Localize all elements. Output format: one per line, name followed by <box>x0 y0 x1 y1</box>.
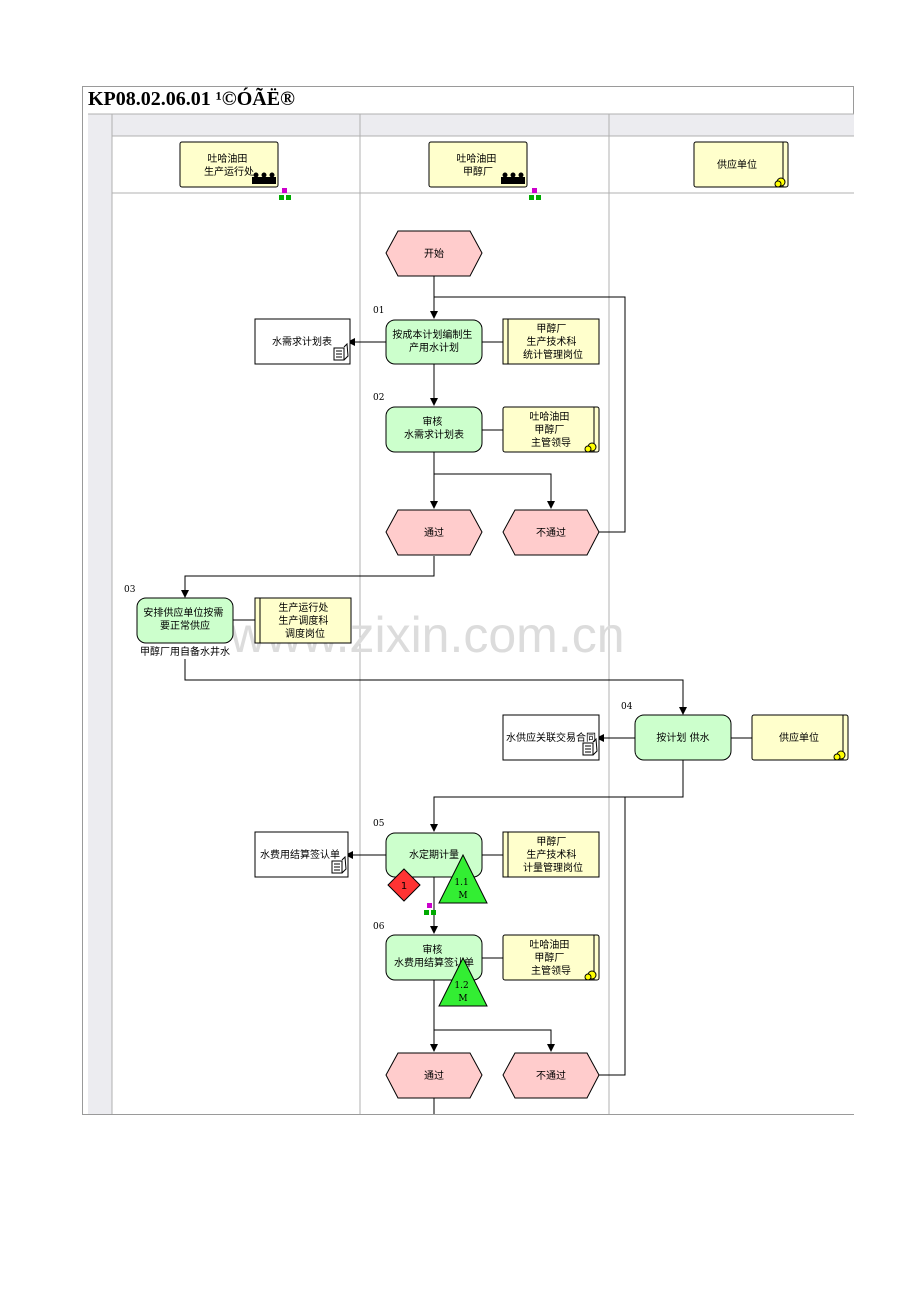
step-number-06: 06 <box>373 922 385 932</box>
fail-event-2[interactable]: 不通过 <box>502 1052 600 1099</box>
activity-03-note: 甲醇厂用自备水井水 <box>140 645 230 658</box>
lane-link-icon <box>279 188 291 200</box>
control-marker-1-label: 1.1 M <box>454 878 471 901</box>
step-number-01: 01 <box>373 306 384 316</box>
control-marker-1[interactable]: 1.1 M <box>438 853 488 904</box>
role-04-label: 供应单位 <box>779 731 819 744</box>
control-marker-2[interactable]: 1.2 M <box>438 956 488 1007</box>
lane-label-1: 吐哈油田 生产运行处 <box>204 152 254 178</box>
activity-01[interactable]: 按成本计划编制生 产用水计划 <box>385 319 483 365</box>
role-01[interactable]: 甲醇厂 生产技术科 统计管理岗位 <box>502 318 600 365</box>
activity-04-label: 按计划 供水 <box>656 731 709 744</box>
pass-event-1[interactable]: 通过 <box>385 509 483 556</box>
step-number-03: 03 <box>124 585 136 595</box>
document-icon <box>333 342 349 361</box>
lane-header-1[interactable]: 吐哈油田 生产运行处 <box>179 141 279 188</box>
start-event[interactable]: 开始 <box>385 230 483 277</box>
lane-header-2[interactable]: 吐哈油田 甲醇厂 <box>428 141 528 188</box>
lane-label-2: 吐哈油田 甲醇厂 <box>456 152 499 178</box>
activity-06-label: 审核 水费用结算签认单 <box>394 943 474 969</box>
pass-event-1-label: 通过 <box>424 526 444 539</box>
role-icon <box>584 970 597 981</box>
role-01-label: 甲醇厂 生产技术科 统计管理岗位 <box>523 322 583 361</box>
document-03-label: 水费用结算签认单 <box>260 848 340 861</box>
role-05[interactable]: 甲醇厂 生产技术科 计量管理岗位 <box>502 831 600 878</box>
pass-event-2[interactable]: 通过 <box>385 1052 483 1099</box>
document-icon <box>331 855 347 874</box>
role-06-label: 吐哈油田 甲醇厂 主管领导 <box>529 938 572 977</box>
fail-event-1-label: 不通过 <box>536 526 566 539</box>
role-icon <box>584 442 597 453</box>
activity-05-label: 水定期计量 <box>409 848 459 861</box>
connectors <box>181 276 752 1114</box>
lane-link-icon <box>529 188 541 200</box>
fail-event-2-label: 不通过 <box>536 1069 566 1082</box>
role-06[interactable]: 吐哈油田 甲醇厂 主管领导 <box>502 934 600 981</box>
risk-marker-label: 1 <box>401 881 407 892</box>
activity-03-label: 安排供应单位按需 要正常供应 <box>143 606 226 632</box>
role-icon <box>774 177 786 188</box>
activity-02[interactable]: 审核 水需求计划表 <box>385 406 483 453</box>
start-event-label: 开始 <box>424 247 444 260</box>
role-04[interactable]: 供应单位 <box>751 714 849 761</box>
document-02-label: 水供应关联交易合同 <box>506 731 596 744</box>
org-unit-icon <box>252 172 276 184</box>
lane-label-3: 供应单位 <box>717 158 757 171</box>
activity-01-label: 按成本计划编制生 产用水计划 <box>392 328 475 354</box>
activity-03[interactable]: 安排供应单位按需 要正常供应 <box>136 597 234 644</box>
role-03-label: 生产运行处 生产调度科 调度岗位 <box>278 601 331 640</box>
org-unit-icon <box>501 172 525 184</box>
page-title: KP08.02.06.01 ¹©ÓÃË® <box>88 88 295 110</box>
lane-body <box>112 136 854 1114</box>
step-number-02: 02 <box>373 393 384 403</box>
pass-event-2-label: 通过 <box>424 1069 444 1082</box>
activity-02-label: 审核 水需求计划表 <box>404 415 464 441</box>
role-03[interactable]: 生产运行处 生产调度科 调度岗位 <box>254 597 352 644</box>
document-01-label: 水需求计划表 <box>272 335 332 348</box>
role-icon <box>833 750 846 761</box>
document-02[interactable]: 水供应关联交易合同 <box>502 714 600 761</box>
document-icon <box>582 737 598 756</box>
activity-04[interactable]: 按计划 供水 <box>634 714 732 761</box>
role-05-label: 甲醇厂 生产技术科 计量管理岗位 <box>523 835 583 874</box>
step-number-04: 04 <box>621 702 633 712</box>
control-marker-2-label: 1.2 M <box>454 981 471 1004</box>
link-icon <box>424 903 436 915</box>
document-01[interactable]: 水需求计划表 <box>254 318 351 365</box>
fail-event-1[interactable]: 不通过 <box>502 509 600 556</box>
role-02-label: 吐哈油田 甲醇厂 主管领导 <box>529 410 572 449</box>
document-03[interactable]: 水费用结算签认单 <box>254 831 349 878</box>
lane-header-3[interactable]: 供应单位 <box>693 141 789 188</box>
risk-marker[interactable]: 1 <box>387 868 421 902</box>
step-number-05: 05 <box>373 819 385 829</box>
role-02[interactable]: 吐哈油田 甲醇厂 主管领导 <box>502 406 600 453</box>
